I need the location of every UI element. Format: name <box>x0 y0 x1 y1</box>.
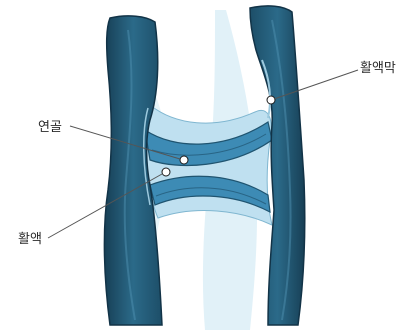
cartilage-dot <box>180 156 188 164</box>
synovial-fluid-dot <box>162 168 170 176</box>
joint-cavity <box>147 105 272 225</box>
synovial-membrane-dot <box>267 96 275 104</box>
cartilage-label: 연골 <box>38 120 62 135</box>
synovial-fluid-label: 활액 <box>18 232 42 247</box>
synovial-membrane-label: 활액막 <box>360 61 396 76</box>
